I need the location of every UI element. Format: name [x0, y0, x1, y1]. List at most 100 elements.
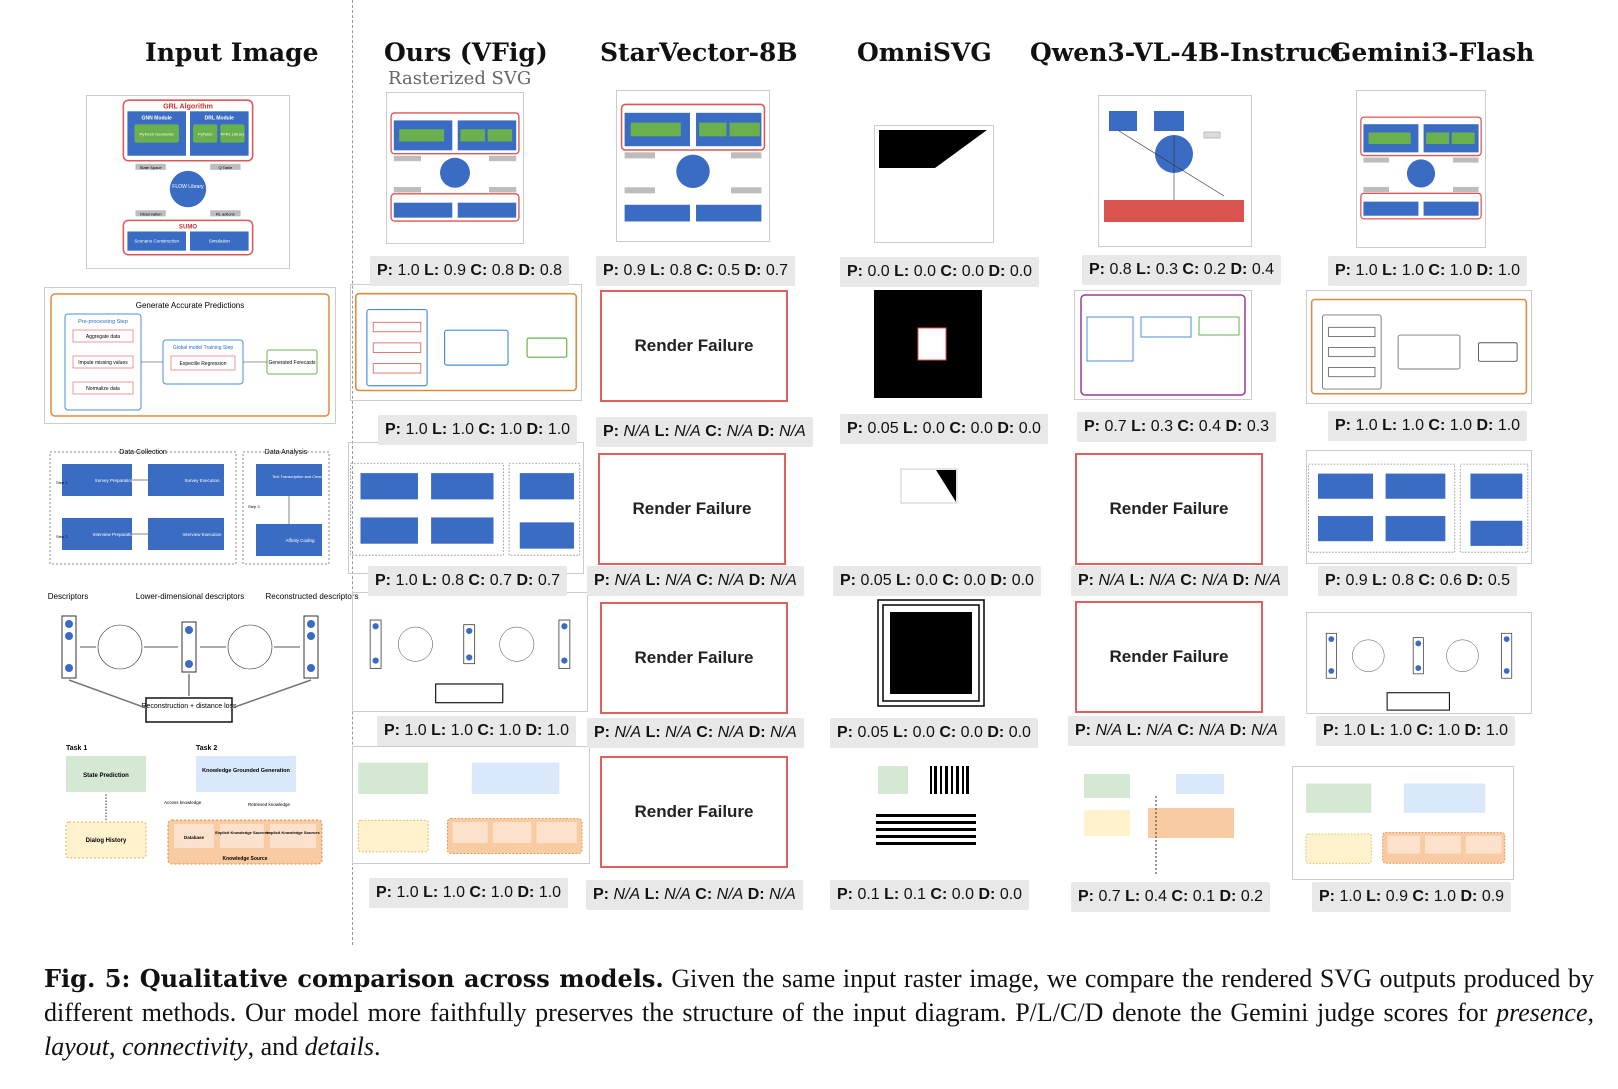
gemini-grl-output	[1356, 90, 1486, 248]
score-label: P:	[385, 421, 401, 438]
omnisvg-grl-svg	[879, 130, 987, 168]
score-value: 0.0	[1008, 724, 1031, 741]
score-value: 1.0	[547, 421, 571, 438]
score-label: C:	[1180, 572, 1198, 589]
score-value: N/A	[614, 572, 642, 589]
column-title-omnisvg: OmniSVG	[857, 38, 992, 67]
caption-label: Fig. 5: Qualitative comparison across mo…	[44, 964, 664, 993]
caption-details: details	[304, 1032, 374, 1061]
score-badge-qwen-row2: P: 0.7 L: 0.3 C: 0.4 D: 0.3	[1077, 412, 1277, 442]
score-badge-star-row5: P: N/A L: N/A C: N/A D: N/A	[586, 880, 803, 910]
state-space-label: State Space	[140, 165, 163, 170]
score-label: D:	[1225, 418, 1243, 435]
score-label: L:	[1129, 572, 1145, 589]
score-label: L:	[650, 262, 666, 279]
score-label: P:	[593, 886, 609, 903]
score-label: D:	[1219, 888, 1237, 905]
vfig-data-collection-svg	[350, 462, 581, 556]
score-label: C:	[940, 263, 958, 280]
starvector-render-failure-row2: Render Failure	[600, 290, 788, 402]
starvector-render-failure-row4: Render Failure	[600, 602, 788, 714]
score-badge-gemini-row2: P: 1.0 L: 1.0 C: 1.0 D: 1.0	[1328, 411, 1528, 441]
input-tasks-diagram: Task 1 Task 2 State Prediction Knowledge…	[60, 742, 330, 867]
score-value: 0.4	[1198, 418, 1222, 435]
qwen-tasks-svg	[1084, 774, 1234, 874]
gemini-data-collection-output	[1306, 450, 1532, 564]
score-badge-omni-row4: P: 0.05 L: 0.0 C: 0.0 D: 0.0	[830, 718, 1038, 748]
global-label: Global model Training Step	[173, 345, 234, 351]
score-value: 1.0	[538, 884, 562, 901]
score-label: D:	[1460, 888, 1478, 905]
score-label: C:	[1177, 418, 1195, 435]
gnn-label: GNN Module	[142, 115, 172, 121]
caption-end: .	[374, 1032, 381, 1061]
score-value: 0.05	[857, 724, 889, 741]
score-value: 0.9	[1481, 888, 1505, 905]
forecasts-label: Generated Forecasts	[269, 360, 316, 366]
omnisvg-predictions-svg	[917, 327, 947, 361]
explicit-label: Explicit Knowledge Sources	[215, 830, 269, 835]
score-value: 0.7	[1098, 888, 1121, 905]
scenario-label: Scenario Construction	[134, 239, 179, 244]
score-value: N/A	[717, 724, 745, 741]
score-value: 0.0	[1018, 420, 1041, 437]
score-label: C:	[695, 886, 713, 903]
score-value: 1.0	[442, 884, 465, 901]
score-label: D:	[757, 423, 775, 440]
score-value: 1.0	[395, 572, 418, 589]
vfig-tasks-svg	[357, 762, 583, 854]
dialog-label: Dialog History	[86, 838, 127, 844]
score-value: 0.8	[539, 262, 563, 279]
score-value: 0.2	[1240, 888, 1264, 905]
score-value: 1.0	[1497, 262, 1521, 279]
score-badge-qwen-row3: P: N/A L: N/A C: N/A D: N/A	[1071, 566, 1288, 596]
predictions-diagram-svg: Generate Accurate Predictions Pre-proces…	[50, 293, 330, 417]
render-failure-label: Render Failure	[634, 648, 754, 667]
score-value: 0.8	[669, 262, 692, 279]
qwen-predictions-svg	[1080, 294, 1246, 396]
score-badge-star-row4: P: N/A L: N/A C: N/A D: N/A	[587, 718, 804, 748]
score-label: D:	[748, 572, 766, 589]
score-label: P:	[1335, 262, 1351, 279]
score-badge-gemini-row4: P: 1.0 L: 1.0 C: 1.0 D: 1.0	[1316, 716, 1516, 746]
score-label: P:	[1075, 722, 1091, 739]
vfig-autoencoder-svg	[369, 619, 571, 704]
score-label: C:	[478, 421, 496, 438]
input-predictions-diagram: Generate Accurate Predictions Pre-proces…	[44, 287, 336, 424]
lower-label: Lower-dimensional descriptors	[136, 592, 245, 601]
kgg-label: Knowledge Grounded Generation	[202, 768, 290, 774]
score-label: P:	[603, 423, 619, 440]
score-label: D:	[1230, 261, 1248, 278]
score-label: P:	[1078, 572, 1094, 589]
score-label: P:	[384, 722, 400, 739]
score-value: 0.6	[1439, 572, 1463, 589]
score-value: 0.7	[489, 572, 513, 589]
score-badge-qwen-row1: P: 0.8 L: 0.3 C: 0.2 D: 0.4	[1082, 255, 1282, 285]
score-badge-star-row2: P: N/A L: N/A C: N/A D: N/A	[596, 417, 813, 447]
score-badge-vfig-row3: P: 1.0 L: 0.8 C: 0.7 D: 0.7	[368, 566, 568, 596]
vfig-predictions-output	[350, 284, 582, 401]
score-label: C:	[942, 572, 960, 589]
qwen-render-failure-row4: Render Failure	[1075, 601, 1263, 713]
score-label: L:	[424, 262, 440, 279]
tasks-svg: Task 1 Task 2 State Prediction Knowledge…	[65, 745, 323, 865]
score-label: P:	[594, 572, 610, 589]
score-value: 0.7	[537, 572, 561, 589]
gemini-autoencoder-output	[1306, 612, 1532, 714]
omnisvg-tasks-output	[874, 764, 980, 854]
score-value: N/A	[1201, 572, 1229, 589]
score-label: L:	[645, 572, 661, 589]
score-value: N/A	[770, 572, 797, 589]
score-value: N/A	[674, 423, 701, 440]
score-label: D:	[1232, 572, 1250, 589]
access-label: Access knowledge	[164, 800, 202, 805]
score-value: N/A	[664, 886, 691, 903]
score-value: 0.5	[717, 262, 741, 279]
score-label: C:	[1428, 417, 1446, 434]
score-label: P:	[1325, 572, 1341, 589]
score-label: L:	[1126, 722, 1142, 739]
score-value: N/A	[1095, 722, 1123, 739]
score-value: 0.7	[1104, 418, 1127, 435]
score-badge-gemini-row1: P: 1.0 L: 1.0 C: 1.0 D: 1.0	[1328, 256, 1528, 286]
